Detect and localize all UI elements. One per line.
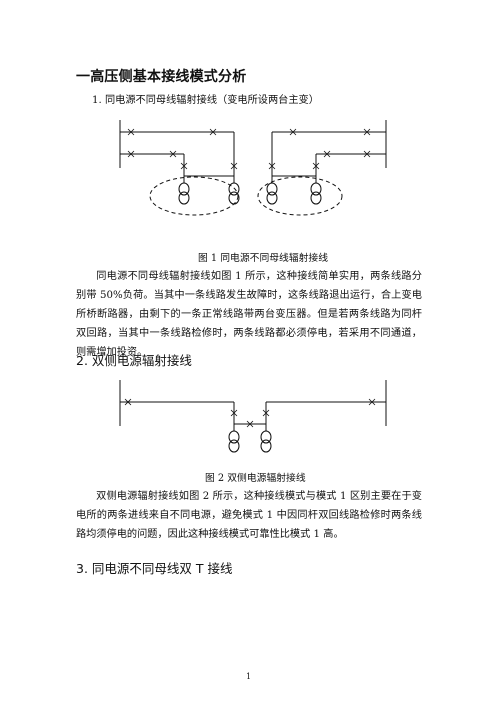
section1-subheading: 1. 同电源不同母线辐射接线（变电所设两台主变） — [92, 95, 319, 106]
section2-paragraph-text: 双侧电源辐射接线如图 2 所示，这种接线模式与模式 1 区别主要在于变电所的两条… — [76, 491, 422, 540]
page-heading: 一高压侧基本接线模式分析 — [76, 69, 247, 85]
section1-paragraph-text: 同电源不同母线辐射接线如图 1 所示，这种接线简单实用，两条线路分别带 50%负… — [76, 271, 422, 358]
figure1-diagram — [119, 120, 387, 216]
section3-heading: 3. 同电源不同母线双 T 接线 — [76, 561, 233, 576]
figure2-caption: 图 2 双侧电源辐射接线 — [205, 473, 306, 484]
page-number: 1 — [246, 672, 252, 681]
section2-paragraph: 双侧电源辐射接线如图 2 所示，这种接线模式与模式 1 区别主要在于变电所的两条… — [76, 487, 422, 544]
figure2-diagram — [119, 380, 387, 453]
section1-paragraph: 同电源不同母线辐射接线如图 1 所示，这种接线简单实用，两条线路分别带 50%负… — [76, 267, 422, 362]
section2-heading: 2. 双侧电源辐射接线 — [76, 353, 192, 368]
figure1-caption: 图 1 同电源不同母线辐射接线 — [198, 253, 329, 264]
